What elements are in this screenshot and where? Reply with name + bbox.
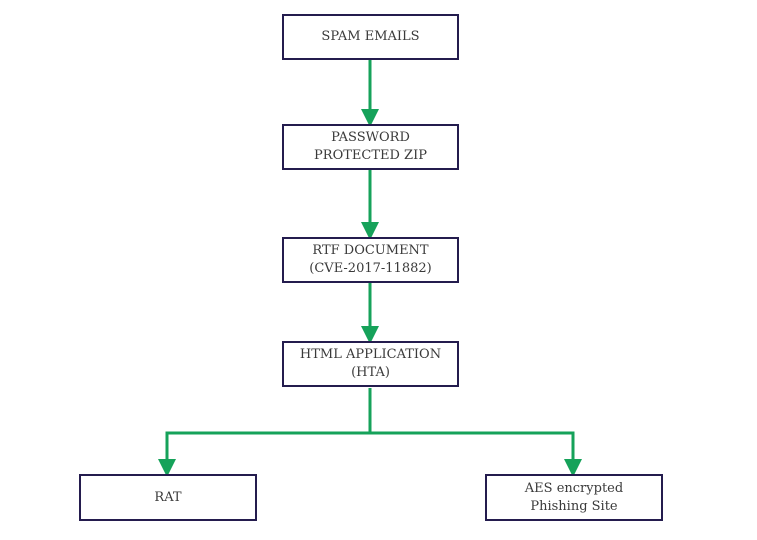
node-label-line-1: HTML APPLICATION	[299, 347, 442, 362]
node-aes-phishing-site: AES encrypted Phishing Site	[485, 474, 663, 521]
node-spam-emails: SPAM EMAILS	[282, 14, 459, 60]
node-label: RAT	[154, 489, 182, 505]
edge-hta-to-rat	[158, 388, 372, 477]
node-rat: RAT	[79, 474, 257, 521]
node-label-line-1: AES encrypted	[524, 480, 624, 496]
node-rtf-document: RTF DOCUMENT (CVE-2017-11882)	[282, 237, 459, 283]
node-html-application: HTML APPLICATION (HTA)	[282, 341, 459, 387]
node-label-line-2: (HTA)	[351, 365, 390, 380]
node-password-protected-zip: PASSWORD PROTECTED ZIP	[282, 124, 459, 170]
node-label-line-1: PASSWORD	[331, 130, 410, 145]
node-label-line-2: PROTECTED ZIP	[314, 148, 427, 163]
node-label: SPAM EMAILS	[321, 29, 420, 44]
node-label-line-1: RTF DOCUMENT	[312, 243, 429, 258]
edge-hta-to-phishing	[370, 431, 582, 477]
node-label-line-2: (CVE-2017-11882)	[309, 261, 432, 276]
node-label-line-2: Phishing Site	[530, 498, 618, 514]
